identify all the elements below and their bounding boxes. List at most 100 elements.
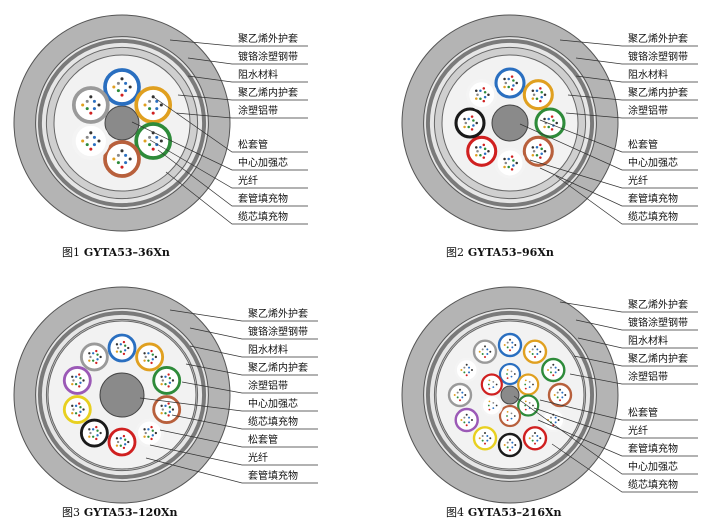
fig3-strength-member [99,372,145,418]
fig4-loose-tube-outer-fiber-dot [463,371,466,374]
fig1-loose-tube-fiber-dot [92,107,96,111]
fig2-loose-tube-fiber-dot [475,89,478,93]
fig3-label-core-filler: 缆芯填充物 [248,417,298,428]
fig3-loose-tube [79,418,109,448]
fig2-loose-tube-fiber-dot [540,152,543,156]
fig4-loose-tube-inner [517,394,540,417]
fig4-loose-tube-outer-fiber-dot [468,416,471,419]
fig3-loose-tube-fiber-dot [160,404,163,408]
fig4-caption-model: GYTA53–216Xn [467,506,562,519]
fig4-loose-tube-outer-fiber-dot [539,437,542,440]
fig3-loose-tube-fiber-dot [144,355,147,359]
fig2-loose-tube-fiber-dot [543,117,546,121]
fig4-leader [539,399,698,421]
fig4-loose-tube-outer-fiber-dot [554,421,557,424]
fig3-leader [189,345,318,358]
fig3-loose-tube-fiber-dot [96,434,99,437]
fig4-loose-tube-outer-fiber-dot [561,396,564,399]
fig4-loose-tube-outer-fiber-dot [509,449,511,452]
fig2-leader-lines [519,39,698,225]
fig3-loose-tube-fiber-dot [79,381,82,384]
fig1-label-core-filler: 缆芯填充物 [238,212,288,223]
fig3-loose-tube-fiber-dot [160,375,163,378]
fig4-loose-tube-inner-fiber-dot [528,402,531,404]
fig3-loose-tube-fiber-dot [72,408,75,411]
fig2-leader [539,119,698,153]
fig2-loose-tube-fiber-dot [503,165,506,169]
fig3-loose-tube-fiber-dot [88,352,91,355]
fig1-label-loose-tube: 松套管 [238,140,268,151]
fig1-loose-tube-fiber-dot [124,161,128,165]
fig4-loose-tube-inner-fiber-dot [492,386,495,388]
fig1-label-outer-sheath: 聚乙烯外护套 [238,34,298,45]
fig1-label-water-block: 阻水材料 [238,70,278,81]
fig1-loose-tube [134,122,173,160]
fig4-leader [573,355,698,367]
fig4-loose-tube-outer-fiber-dot [463,416,466,419]
fig3-loose-tube-fiber-dot [164,404,167,407]
fig2-loose-tube-fiber-dot [476,150,479,153]
fig1-leader [157,149,308,207]
fig1-loose-tube-fiber-dot [124,153,128,157]
fig3-loose-tube-fiber-dot [168,377,172,380]
fig1-loose-tube-fiber-dot [151,111,155,115]
fig2-loose-tube-fiber-dot [482,156,486,159]
fig4-loose-tube-outer [541,357,566,383]
fig4-loose-tube-inner-fiber-dot [506,368,509,371]
fig4-loose-tube-inner-fiber-dot [524,383,527,386]
fig3-loose-tube-fiber-dot [95,437,98,441]
fig3-loose-tube-fiber-dot [91,435,95,438]
fig3-leader [169,309,318,322]
fig1-cross-section [13,14,231,232]
fig4-loose-tube-outer-fiber-dot [536,348,539,351]
fig3-caption: 图3 GYTA53–120Xn [62,504,178,520]
fig3-leader [171,414,318,430]
fig4-loose-tube-inner-fiber-dot [488,400,491,403]
fig4-loose-tube-outer-fiber-dot [486,439,489,442]
fig3-loose-tube-fiber-dot [151,353,154,356]
fig4-loose-tube-outer-fiber-dot [465,374,468,377]
fig2-steel-tape [425,38,595,208]
fig3-loose-tube-fiber-dot [119,437,122,440]
fig3-loose-tube-fiber-dot [171,379,175,382]
fig4-loose-tube-inner-fiber-dot [510,375,513,378]
fig2-loose-tube-fiber-dot [479,154,482,157]
fig4-loose-tube-outer [497,432,523,458]
fig3-loose-tube-fiber-dot [78,414,81,417]
fig4-loose-tube-inner-fiber-dot [510,417,513,420]
fig4-loose-tube-outer-fiber-dot [463,366,466,369]
fig3-loose-tube-fiber-dot [71,404,74,408]
fig2-loose-tube-fiber-dot [540,90,543,94]
fig1-loose-tube-fiber-dot [159,139,163,143]
fig3-loose-tube [135,418,165,448]
fig1-loose-tube-fiber-dot [155,107,159,111]
fig3-loose-tube-fiber-dot [82,379,85,382]
fig1-loose-tube-fiber-dot [92,143,96,147]
fig1-loose-tube-fiber-dot [151,147,155,151]
fig3-loose-tube-fiber-dot [160,412,163,415]
fig4-loose-tube-outer-fiber-dot [557,369,560,371]
fig3-loose-tube-fiber-dot [168,410,172,413]
fig2-loose-tube-fiber-dot [470,128,474,131]
fig4-loose-tube-outer-fiber-dot [484,432,486,435]
fig3-loose-tube-fiber-dot [72,379,75,382]
fig3-label-fiber: 光纤 [248,453,268,464]
fig4-loose-tube-outer-fiber-dot [478,437,481,440]
fig4-loose-tube-inner-fiber-dot [532,383,534,386]
fig1-label-steel-tape: 镀铬涂塑钢带 [238,52,298,63]
fig1-loose-tube-fiber-dot [124,89,128,93]
fig4-loose-tube-outer-fiber-dot [468,366,471,369]
fig2-loose-tube-fiber-dot [476,93,479,96]
fig3-loose-tube-fiber-dot [147,428,150,431]
fig2-loose-tube-fiber-dot [479,146,482,149]
fig2-leader [559,39,698,47]
fig3-loose-tube-fiber-dot [151,358,154,361]
fig4-loose-tube-inner-fiber-dot [488,379,491,382]
fig1-loose-tube-fiber-dot [148,99,152,103]
fig1-loose-tube-fiber-dot [92,135,96,139]
fig2-loose-tube [494,67,526,99]
fig2-label-loose-tube: 松套管 [628,140,658,151]
fig3-loose-tube-fiber-dot [143,428,146,431]
fig1-loose-tube-fiber-dot [120,77,124,81]
fig3-loose-tube-fiber-dot [82,408,85,411]
